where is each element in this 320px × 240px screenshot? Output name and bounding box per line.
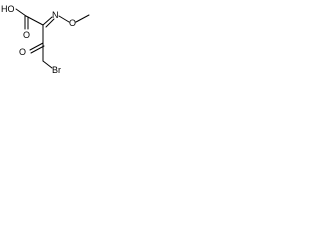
- atom-label-bromine: Br: [52, 65, 61, 75]
- atom-label-acid-oxygen: O: [23, 30, 30, 40]
- atom-label-keto-oxygen: O: [19, 47, 26, 57]
- bond-alpha-imine-b: [45, 18, 55, 28]
- bond-o-methyl: [75, 14, 90, 23]
- bond-n-o: [58, 15, 70, 23]
- bond-keto-carbonyl-b: [30, 45, 45, 54]
- bonds: [15, 8, 90, 69]
- bond-keto-carbonyl-a: [29, 42, 44, 51]
- atom-label-hydroxyl: HO: [1, 4, 15, 14]
- bond-carboxyl-to-alpha: [25, 15, 44, 26]
- bond-ch2-br: [42, 60, 53, 69]
- atom-label-imine-nitrogen: N: [52, 10, 59, 20]
- atom-label-methoxy-oxygen: O: [69, 18, 76, 28]
- bond-ho-carboxyl-carbon: [15, 8, 27, 17]
- atom-labels: HO O N O O Br: [1, 4, 76, 75]
- bond-alpha-imine-a: [42, 16, 53, 26]
- molecule-structure: HO O N O O Br: [1, 4, 90, 75]
